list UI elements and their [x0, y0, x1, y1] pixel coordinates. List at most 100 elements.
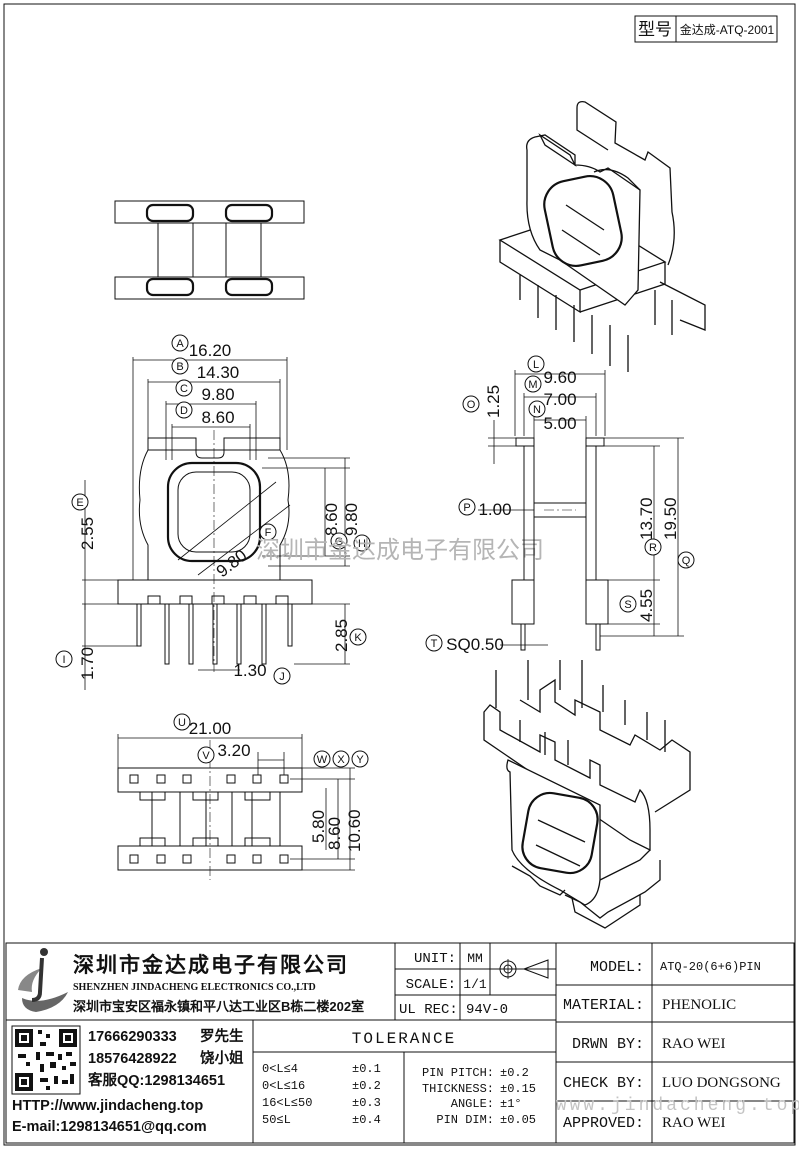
- bubble-w: W: [313, 750, 331, 768]
- dim-k-value: 2.85: [332, 619, 351, 652]
- side-view: 9.60 7.00 5.00 1.25 1.00 13.70 19.50 4.5…: [425, 355, 695, 654]
- tolerance-table: 0<L≤4 ±0.1 0<L≤16 ±0.2 16<L≤50 ±0.3 50≤L…: [262, 1062, 381, 1127]
- bubble-e: E: [71, 493, 89, 511]
- bubble-n: N: [528, 400, 546, 418]
- svg-text:16<L≤50: 16<L≤50: [262, 1096, 312, 1110]
- qr-code: [11, 1025, 81, 1095]
- svg-text:M: M: [528, 379, 537, 391]
- bubble-f: F: [259, 523, 277, 541]
- dim-c-value: 9.80: [201, 385, 234, 404]
- bubble-c: C: [175, 379, 193, 397]
- svg-text:K: K: [354, 632, 362, 644]
- svg-text:T: T: [431, 638, 438, 650]
- bubble-k: K: [349, 628, 367, 646]
- dim-w-value: 5.80: [309, 810, 328, 843]
- check-label: CHECK BY:: [563, 1075, 644, 1092]
- dim-v-value: 3.20: [217, 741, 250, 760]
- svg-text:±0.05: ±0.05: [500, 1113, 536, 1127]
- bubble-q: Q: [677, 551, 695, 569]
- dim-h-value: 9.80: [342, 503, 361, 536]
- company-name-en: SHENZHEN JINDACHENG ELECTRONICS CO.,LTD: [73, 982, 316, 993]
- company-address: 深圳市宝安区福永镇和平八达工业区B栋二楼202室: [73, 999, 364, 1014]
- dim-d-value: 8.60: [201, 408, 234, 427]
- dim-i-value: 1.70: [78, 647, 97, 680]
- dim-s-value: 4.55: [637, 589, 656, 622]
- dim-u-value: 21.00: [189, 719, 232, 738]
- svg-text:THICKNESS:: THICKNESS:: [422, 1082, 494, 1096]
- svg-text:C: C: [180, 383, 188, 395]
- bubble-h: H: [353, 534, 371, 552]
- bubble-d: D: [175, 401, 193, 419]
- bottom-view: 21.00 3.20 5.80 8.60 10.60 U V W X Y: [117, 713, 369, 880]
- iso-view-lower: [483, 660, 691, 929]
- front-view: 16.20 14.30 9.80 8.60 1.30 2.55 1.70 8.6…: [55, 334, 371, 690]
- dim-x-value: 8.60: [325, 817, 344, 850]
- svg-text:50≤L: 50≤L: [262, 1113, 291, 1127]
- dim-a-value: 16.20: [189, 341, 232, 360]
- svg-text:ANGLE:: ANGLE:: [451, 1097, 494, 1111]
- model-tag: 型号 金达成-ATQ-2001: [634, 15, 778, 43]
- ulrec-value: 94V-0: [466, 1002, 508, 1018]
- dim-j-value: 1.30: [233, 661, 266, 680]
- svg-text:±0.15: ±0.15: [500, 1082, 536, 1096]
- svg-text:E: E: [76, 497, 83, 509]
- svg-text:H: H: [358, 538, 366, 550]
- bubble-g: G: [330, 532, 348, 550]
- dim-f-value: 9.80: [213, 546, 251, 581]
- svg-text:X: X: [337, 754, 345, 766]
- dim-g-value: 8.60: [322, 503, 341, 536]
- drwn-label: DRWN BY:: [572, 1036, 644, 1053]
- projection-symbol: [498, 959, 549, 979]
- model-tag-value: 金达成-ATQ-2001: [680, 22, 775, 37]
- iso-view-upper: [498, 100, 706, 372]
- contact-phone-2: 18576428922: [88, 1051, 177, 1067]
- bubble-v: V: [197, 746, 215, 764]
- contact-name-2: 饶小姐: [200, 1049, 244, 1067]
- svg-text:D: D: [180, 405, 188, 417]
- title-block: 深圳市金达成电子有限公司 SHENZHEN JINDACHENG ELECTRO…: [5, 942, 795, 1144]
- dim-n-value: 5.00: [543, 414, 576, 433]
- bubble-s: S: [619, 595, 637, 613]
- contact-http: HTTP://www.jindacheng.top: [12, 1098, 203, 1114]
- dim-p-value: 1.00: [478, 500, 511, 519]
- top-view: [114, 200, 305, 300]
- dim-r-value: 13.70: [637, 497, 656, 540]
- bubble-r: R: [644, 538, 662, 556]
- dim-q-value: 19.50: [661, 497, 680, 540]
- ulrec-label: UL REC:: [399, 1002, 458, 1018]
- svg-text:S: S: [624, 599, 631, 611]
- contact-qq: 客服QQ:1298134651: [87, 1071, 225, 1089]
- svg-text:B: B: [176, 361, 183, 373]
- model-tag-label: 型号: [638, 20, 672, 39]
- model-label: MODEL:: [590, 959, 644, 976]
- svg-text:J: J: [279, 671, 285, 683]
- svg-text:L: L: [533, 359, 539, 371]
- svg-text:W: W: [317, 754, 328, 766]
- pin-spec-table: PIN PITCH: ±0.2 THICKNESS: ±0.15 ANGLE: …: [422, 1066, 536, 1127]
- svg-text:PIN PITCH:: PIN PITCH:: [422, 1066, 494, 1080]
- dim-b-value: 14.30: [197, 363, 240, 382]
- bubble-a: A: [171, 334, 189, 352]
- svg-text:P: P: [463, 502, 470, 514]
- svg-text:A: A: [176, 338, 184, 350]
- dim-t-value: SQ0.50: [446, 635, 504, 654]
- svg-text:R: R: [649, 542, 657, 554]
- svg-text:PIN DIM:: PIN DIM:: [436, 1113, 494, 1127]
- svg-text:0<L≤4: 0<L≤4: [262, 1062, 298, 1076]
- contact-email: E-mail:1298134651@qq.com: [12, 1119, 207, 1135]
- scale-label: SCALE:: [406, 977, 456, 993]
- svg-text:±0.2: ±0.2: [352, 1079, 381, 1093]
- bubble-y: Y: [351, 750, 369, 768]
- bubble-x: X: [332, 750, 350, 768]
- svg-text:U: U: [178, 717, 186, 729]
- check-value: LUO DONGSONG: [662, 1075, 781, 1091]
- tolerance-title: TOLERANCE: [352, 1030, 456, 1048]
- dim-y-value: 10.60: [345, 809, 364, 852]
- svg-text:G: G: [335, 536, 344, 548]
- svg-text:±0.1: ±0.1: [352, 1062, 381, 1076]
- bubble-u: U: [173, 713, 191, 731]
- bubble-t: T: [425, 634, 443, 652]
- approved-value: RAO WEI: [662, 1115, 725, 1131]
- svg-text:±0.3: ±0.3: [352, 1096, 381, 1110]
- dim-o-value: 1.25: [484, 385, 503, 418]
